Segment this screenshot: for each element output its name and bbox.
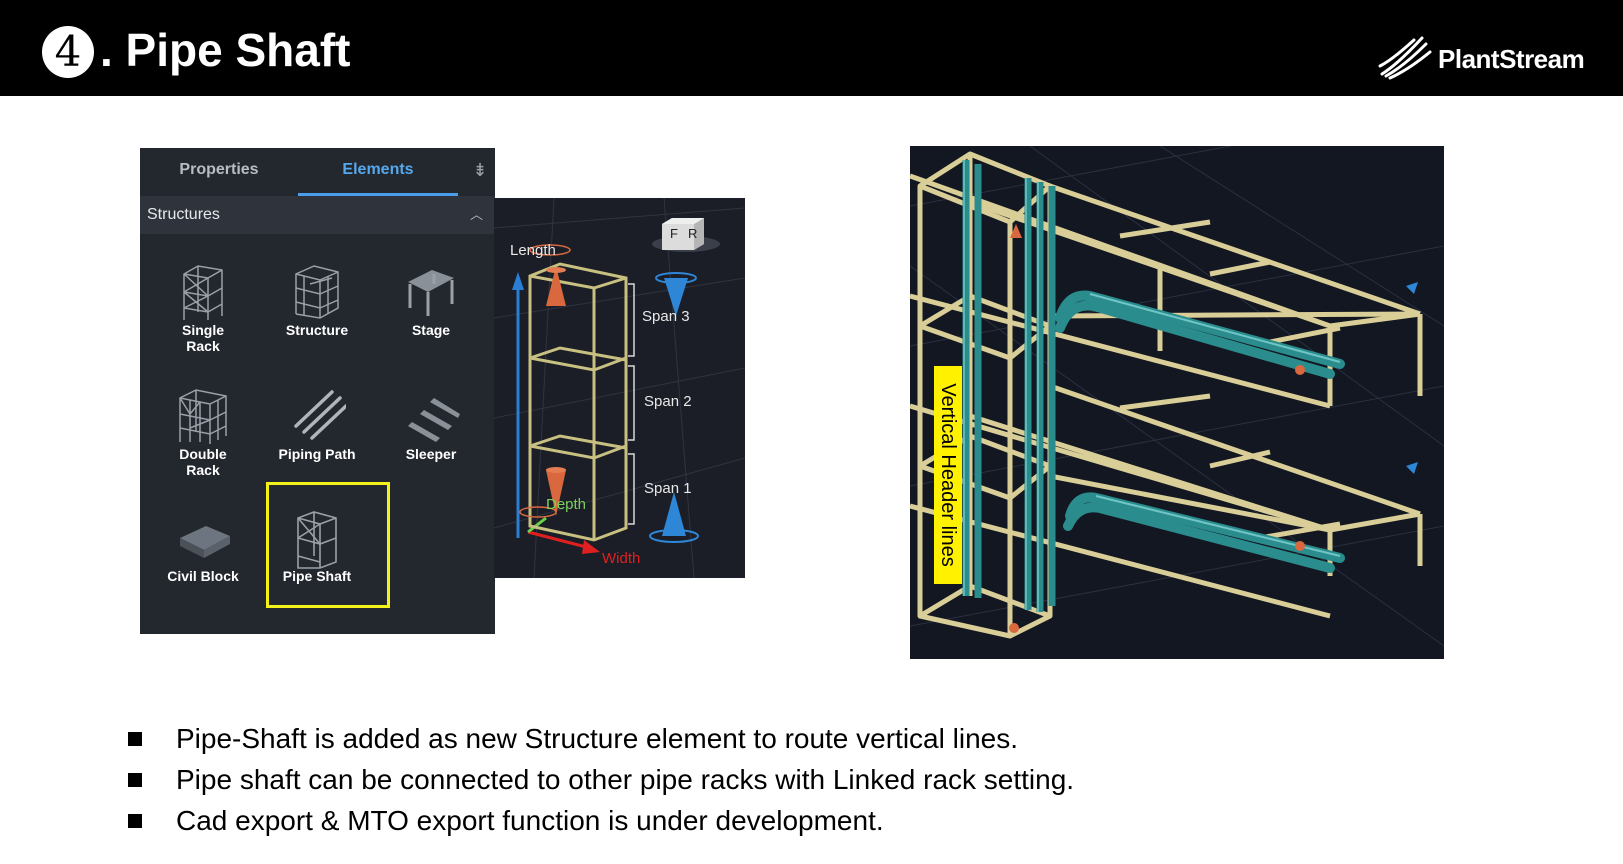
pipe-shaft-icon [297,511,337,569]
logo-text: PlantStream [1438,44,1585,74]
tile-structure[interactable]: Structure [258,246,376,366]
span-viewport[interactable]: F R Length Span 3 Span 2 Span 1 Depth Wi… [494,198,745,578]
civil-block-icon [180,526,230,558]
pipe-shaft-model [910,146,1444,647]
structures-section-header[interactable]: Structures ︿ [140,196,495,234]
tab-properties[interactable]: Properties [179,161,259,178]
bullet-square-icon [128,772,142,787]
width-label: Width [602,550,641,567]
bullet-square-icon [128,731,142,746]
stage-icon [408,270,454,316]
bullet-square-icon [128,813,142,828]
tile-pipe-shaft[interactable]: Pipe Shaft [258,492,376,612]
bullet-item: Pipe shaft can be connected to other pip… [128,763,1328,797]
tile-sleeper[interactable]: Sleeper [372,370,490,490]
vertical-header-lines-label: Vertical Header lines [934,366,962,584]
single-rack-icon [183,265,223,320]
sleeper-icon [408,398,460,442]
span-1-label: Span 1 [644,480,692,497]
tile-label: Sleeper [405,446,457,462]
length-label: Length [510,242,556,259]
depth-label: Depth [546,496,587,513]
span-3-label: Span 3 [642,308,690,325]
double-rack-icon [179,389,227,444]
slide-title: . Pipe Shaft [100,24,351,76]
viewcube-face-front[interactable]: F [670,226,678,241]
tile-single-rack[interactable]: Single Rack [144,246,262,366]
bullet-text: Pipe shaft can be connected to other pip… [176,764,1075,795]
structure-icon [295,265,339,319]
highlight-box [266,482,390,608]
section-number-badge: 4 [42,26,94,78]
panel-pin-icon[interactable]: ⇟ [472,160,488,180]
tile-double-rack[interactable]: Double Rack [144,370,262,490]
tile-label: Civil Block [167,568,239,584]
tile-stage[interactable]: Stage [372,246,490,366]
chevron-up-icon[interactable]: ︿ [470,207,484,222]
tab-elements[interactable]: Elements [298,148,458,196]
span-2-label: Span 2 [644,393,692,410]
elements-panel: Properties Elements ⇟ Structures ︿ Singl… [140,148,495,634]
bullet-text: Cad export & MTO export function is unde… [176,805,884,836]
span-diagram [494,198,745,578]
viewcube-face-right[interactable]: R [688,226,698,241]
tile-civil-block[interactable]: Civil Block [144,492,262,612]
piping-path-icon [294,390,346,440]
tile-label: Single Rack [181,322,224,354]
bullet-text: Pipe-Shaft is added as new Structure ele… [176,723,1018,754]
slide-header: 4 . Pipe Shaft PlantStream [0,0,1623,96]
bullet-item: Pipe-Shaft is added as new Structure ele… [128,722,1328,756]
tile-label: Pipe Shaft [282,568,352,584]
bullet-item: Cad export & MTO export function is unde… [128,804,1328,838]
tile-label: Double Rack [179,446,227,478]
tile-piping-path[interactable]: Piping Path [258,370,376,490]
tile-label: Piping Path [278,446,356,462]
tile-label: Stage [411,322,451,338]
vertical-header-lines-text: Vertical Header lines [937,383,959,567]
section-title: Structures [147,206,220,223]
pipe-shaft-3d-view[interactable] [910,146,1444,659]
tile-label: Structure [285,322,349,338]
plantstream-logo-icon [1378,36,1432,80]
panel-tab-bar: Properties Elements ⇟ [140,148,495,196]
